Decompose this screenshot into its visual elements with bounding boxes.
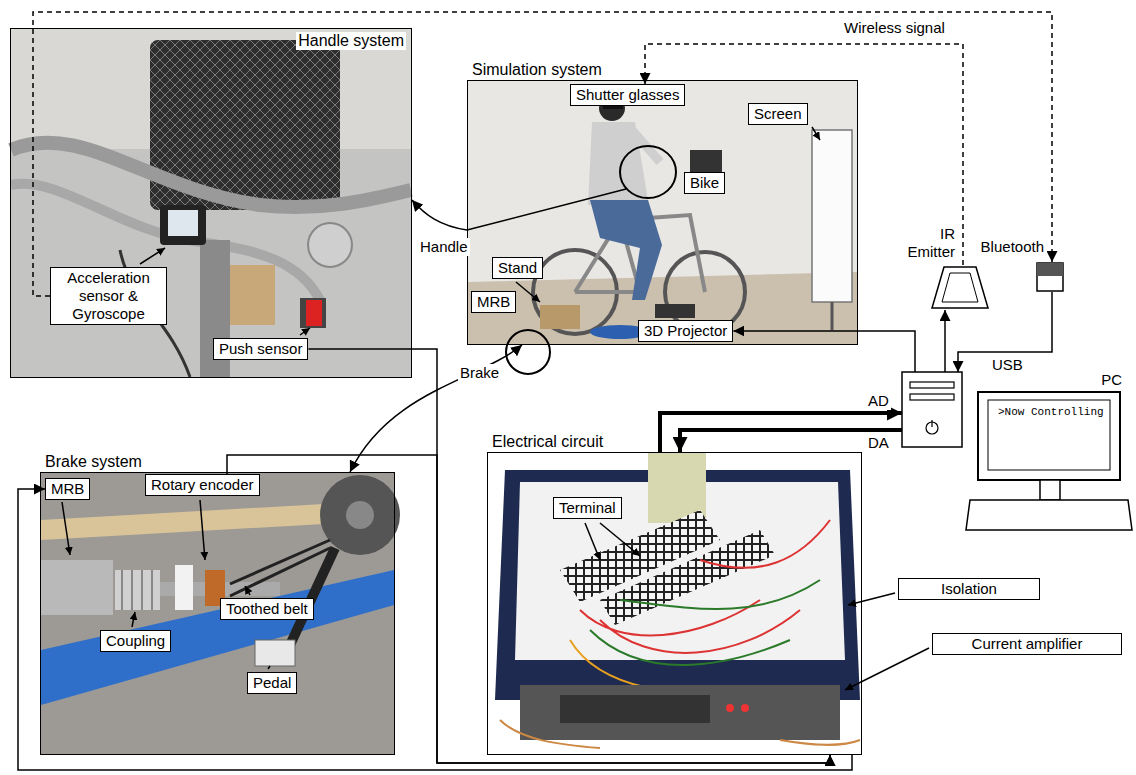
electrical-circuit-panel: Electrical circuitTerminal <box>487 452 862 755</box>
part-label: Terminal <box>553 497 622 519</box>
node-caption: Brake system <box>43 453 144 471</box>
simulation-system-panel: Simulation systemShutter glassesScreenBi… <box>467 80 858 345</box>
label-text: Pedal <box>253 674 291 692</box>
label-text: Stand <box>498 259 537 277</box>
node-caption: Simulation system <box>470 61 604 79</box>
label-text: Screen <box>754 105 802 123</box>
brake-system-panel: Brake systemMRBRotary encoderCouplingToo… <box>40 472 395 755</box>
node-caption: Electrical circuit <box>490 433 605 451</box>
part-label: MRB <box>471 291 516 313</box>
part-label: Screen <box>748 103 808 125</box>
part-label: Push sensor <box>213 338 308 360</box>
edge-label: DA <box>866 434 891 452</box>
edge-label: AD <box>866 392 891 410</box>
brake-photo <box>41 473 400 754</box>
leader-lines <box>62 127 929 690</box>
signal-label: Wireless signal <box>842 19 947 37</box>
simulation-photo <box>468 81 857 344</box>
label-text: Isolation <box>904 580 1034 598</box>
label-text: Acceleration sensor & Gyroscope <box>56 269 161 323</box>
label-text: Toothed belt <box>226 600 308 618</box>
part-label: Shutter glasses <box>570 84 685 106</box>
label-text: MRB <box>51 480 84 498</box>
part-label: Isolation <box>898 578 1040 600</box>
node-caption: Bluetooth <box>981 238 1044 256</box>
part-label: Current amplifier <box>932 633 1122 655</box>
part-label: Acceleration sensor & Gyroscope <box>50 267 167 325</box>
handle-photo <box>11 29 411 377</box>
label-text: Push sensor <box>219 340 302 358</box>
part-label: Rotary encoder <box>145 474 260 496</box>
signal-wire <box>680 430 902 452</box>
label-text: Bike <box>690 174 719 192</box>
node-caption: IR Emitter <box>897 225 955 261</box>
label-text: 3D Projector <box>644 322 727 340</box>
part-label: 3D Projector <box>638 320 733 342</box>
edge-label: USB <box>990 356 1025 374</box>
signal-wire <box>18 489 852 770</box>
signal-wire <box>733 331 915 372</box>
label-text: MRB <box>477 293 510 311</box>
part-label: Coupling <box>100 630 171 652</box>
electrical-photo <box>495 453 860 748</box>
part-label: MRB <box>45 478 90 500</box>
edge-label: Handle <box>418 238 470 256</box>
signal-wire <box>660 413 902 452</box>
part-label: Toothed belt <box>220 598 314 620</box>
node-caption: PC <box>1101 371 1122 389</box>
part-label: Pedal <box>247 672 297 694</box>
node-caption: >Now Controlling <box>998 406 1104 419</box>
part-label: Bike <box>684 172 725 194</box>
wireless-link <box>645 44 963 265</box>
edge-label: Brake <box>458 364 501 382</box>
signal-wire <box>227 455 830 763</box>
node-caption: Handle system <box>296 32 406 50</box>
bluetooth-dongle: Bluetooth <box>1036 262 1064 292</box>
bluetooth-dongle-icon <box>1036 262 1064 292</box>
label-text: Terminal <box>559 499 616 517</box>
label-text: Rotary encoder <box>151 476 254 494</box>
label-text: Shutter glasses <box>576 86 679 104</box>
pc: PC >Now Controlling <box>902 372 1128 537</box>
label-text: Current amplifier <box>938 635 1116 653</box>
ir-emitter: IR Emitter <box>930 265 990 310</box>
pc-drawing <box>902 372 1132 530</box>
signal-wire <box>412 200 467 230</box>
signal-wire <box>944 310 946 372</box>
part-label: Stand <box>492 257 543 279</box>
wireless-link <box>33 12 1052 296</box>
handle-system-panel: Handle systemAcceleration sensor & Gyros… <box>10 28 412 378</box>
signal-wire <box>308 349 830 763</box>
ir-emitter-icon <box>930 265 990 310</box>
label-text: Coupling <box>106 632 165 650</box>
